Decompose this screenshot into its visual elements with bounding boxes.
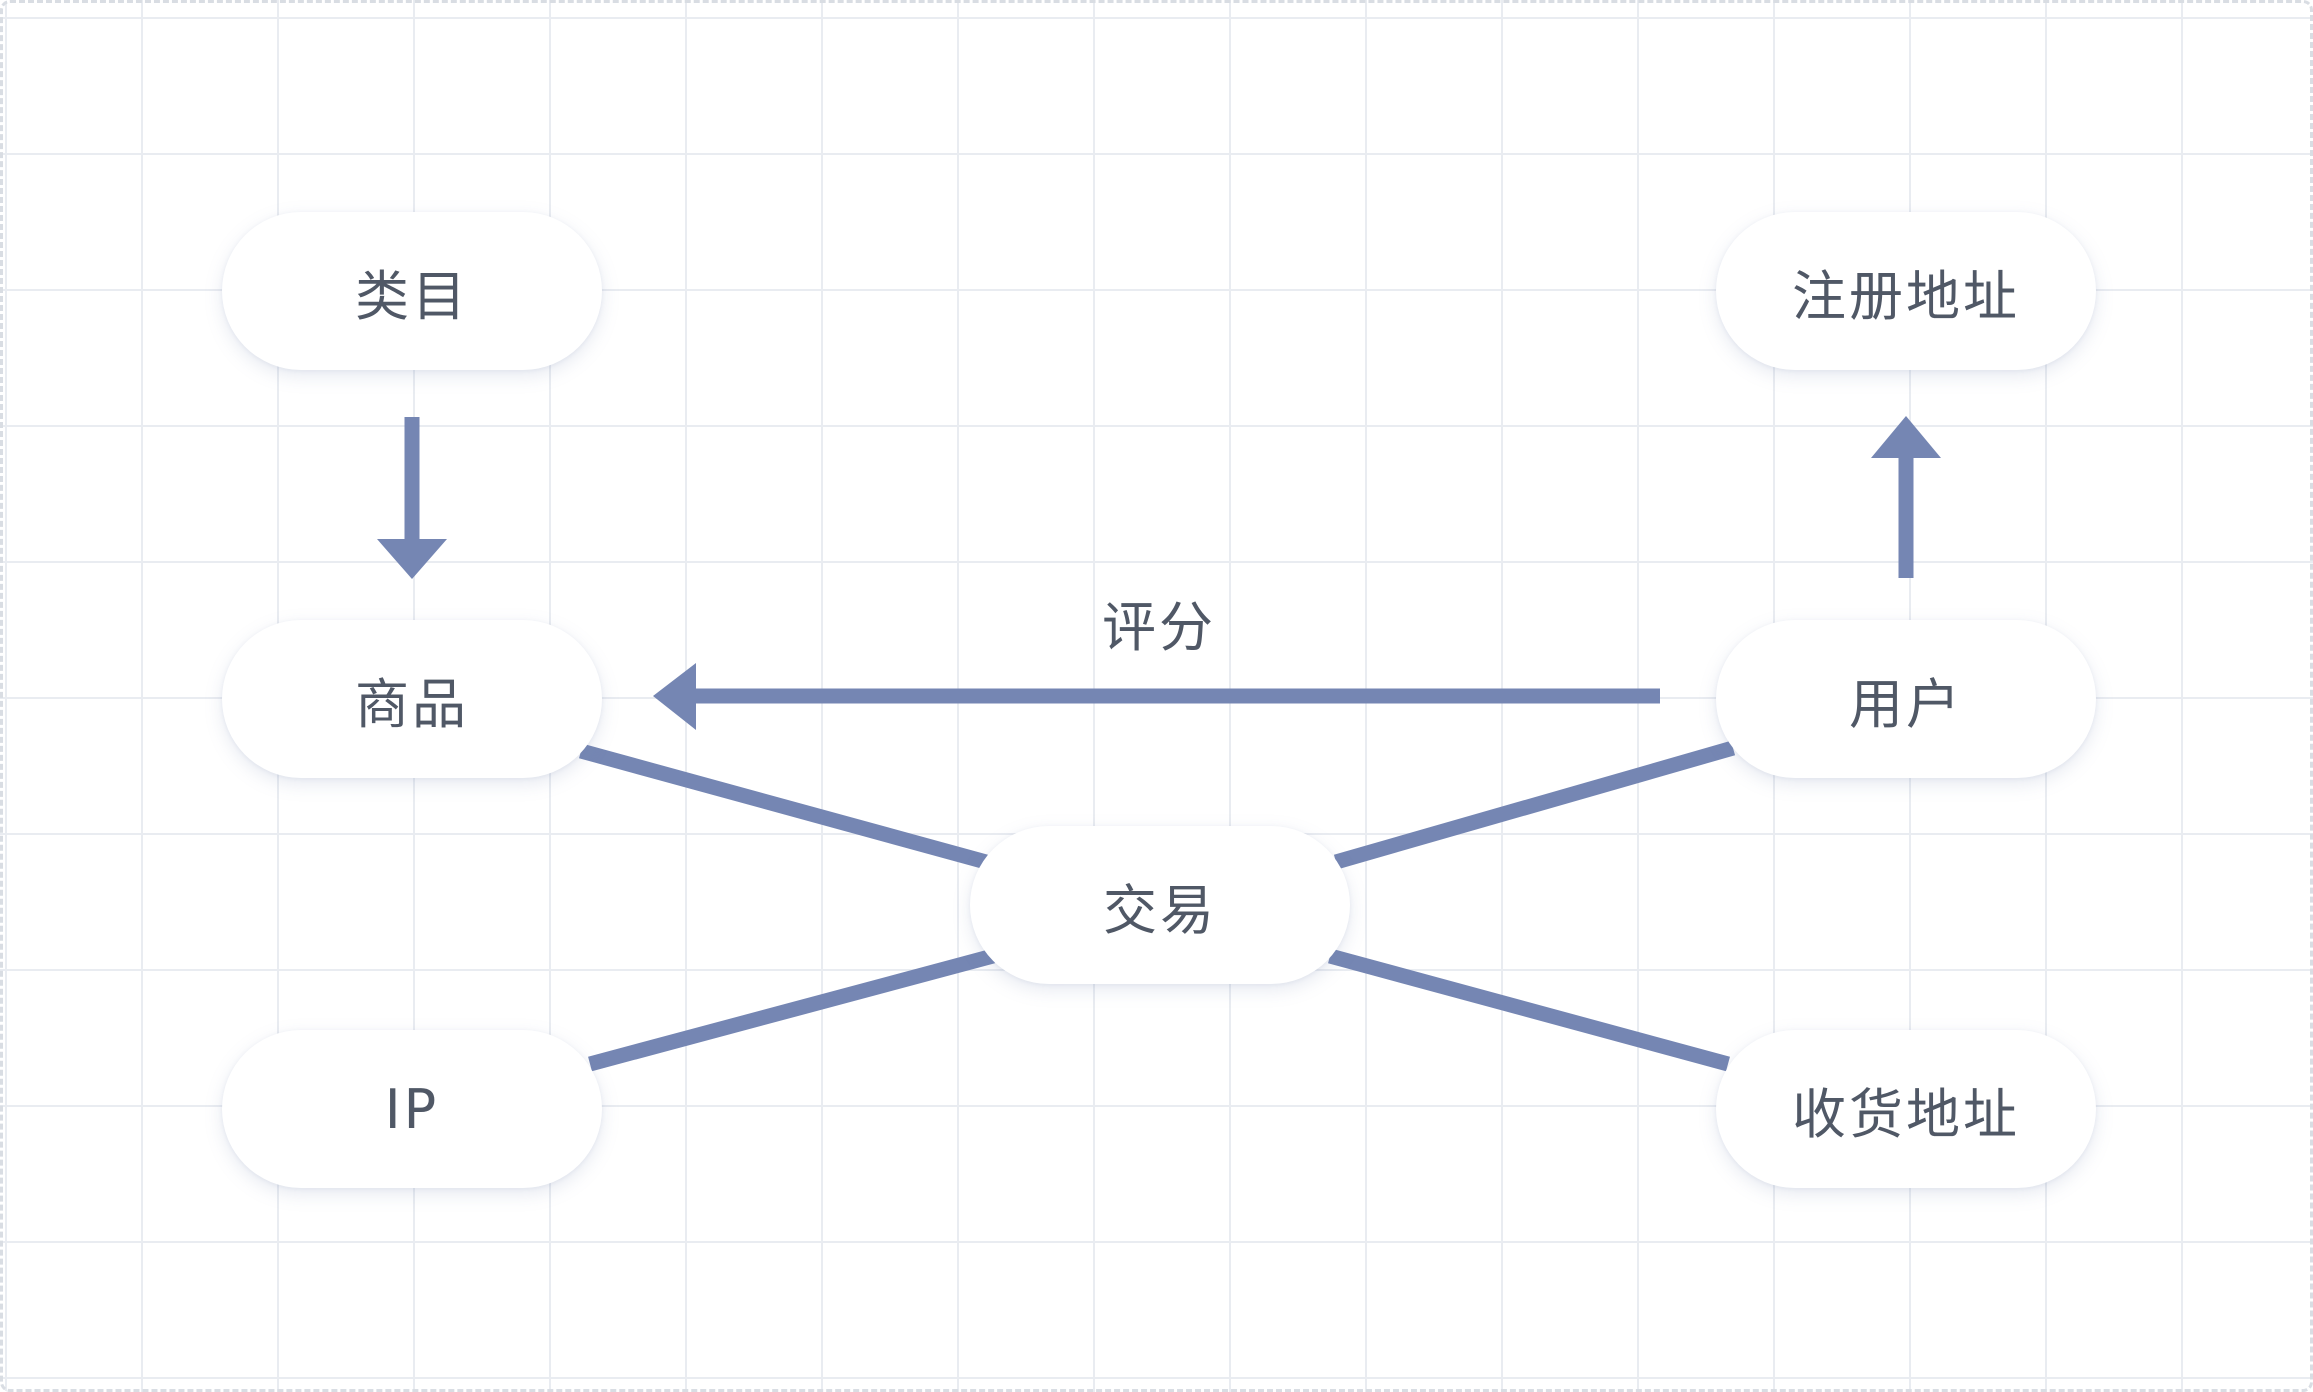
edge-user-transaction — [1333, 740, 1736, 870]
arrowhead-rating-to-product — [653, 663, 696, 730]
node-ip-label: IP — [384, 1077, 440, 1141]
node-category-label: 类目 — [355, 264, 469, 328]
node-product-label: 商品 — [355, 672, 469, 736]
edge-label-rating: 评分 — [1102, 596, 1216, 659]
node-category[interactable]: 类目 — [222, 212, 602, 370]
node-registered-address[interactable]: 注册地址 — [1716, 212, 2096, 370]
node-shipping-address-label: 收货地址 — [1792, 1082, 2020, 1146]
node-transaction-label: 交易 — [1103, 878, 1217, 942]
node-product[interactable]: 商品 — [222, 620, 602, 778]
edge-product-transaction — [579, 743, 988, 870]
node-transaction[interactable]: 交易 — [970, 826, 1350, 984]
node-user[interactable]: 用户 — [1716, 620, 2096, 778]
node-user-label: 用户 — [1849, 672, 1963, 736]
node-shipping-address[interactable]: 收货地址 — [1716, 1030, 2096, 1188]
arrowhead-to-product — [377, 539, 447, 579]
node-registered-address-label: 注册地址 — [1792, 264, 2020, 328]
node-ip[interactable]: IP — [222, 1030, 602, 1188]
arrowhead-to-registered-address — [1871, 416, 1941, 458]
edge-ip-transaction — [588, 948, 995, 1072]
edge-layer — [377, 416, 1941, 1072]
edge-shipping-transaction — [1328, 948, 1730, 1072]
